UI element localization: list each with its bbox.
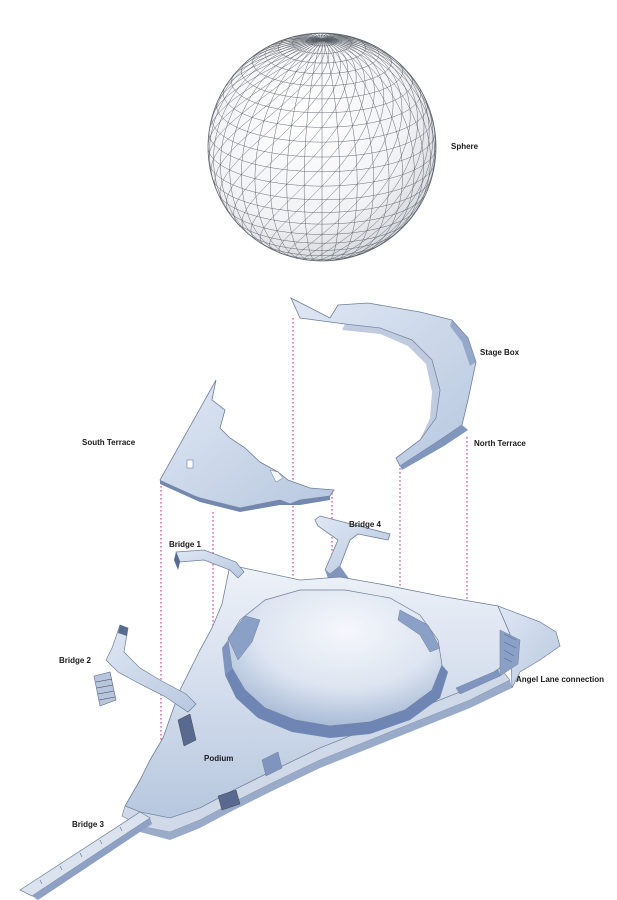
sphere-grid-line xyxy=(321,39,390,258)
sphere-grid-line xyxy=(275,39,323,44)
sphere-grid-line xyxy=(239,39,323,69)
sphere-grid-line xyxy=(321,39,341,261)
sphere-grid-line xyxy=(321,33,430,256)
sphere-grid-line xyxy=(297,35,323,41)
sphere-grid-line xyxy=(275,37,323,44)
sphere-grid-line xyxy=(321,39,431,226)
label-stage-box: Stage Box xyxy=(480,348,520,357)
sphere-grid-line xyxy=(213,39,323,226)
label-bridge-4: Bridge 4 xyxy=(349,520,382,529)
sphere-grid-line xyxy=(214,39,326,191)
sphere-grid-line xyxy=(321,39,435,193)
sphere-grid-line xyxy=(259,39,366,247)
sphere-grid-line xyxy=(247,232,397,251)
bridge-3-slab xyxy=(19,811,152,900)
label-sphere: Sphere xyxy=(451,142,479,151)
sphere-grid-line xyxy=(212,178,432,213)
sphere-grid-line xyxy=(303,39,323,261)
stage-box-slab xyxy=(290,297,477,470)
sphere-grid-line xyxy=(269,39,375,251)
sphere-grid-line xyxy=(303,34,323,41)
sphere-grid-line xyxy=(316,37,425,261)
sphere-grid-line xyxy=(223,86,421,128)
sphere-grid-line xyxy=(250,39,357,241)
sphere-grid-line xyxy=(286,39,323,261)
sphere-grid-line xyxy=(321,36,430,261)
sphere-grid-line xyxy=(208,131,436,173)
sphere-grid-line xyxy=(278,39,385,255)
label-bridge-1: Bridge 1 xyxy=(169,540,202,549)
sphere-grid-line xyxy=(241,39,323,255)
podium-slab xyxy=(121,564,561,840)
label-bridge-2: Bridge 2 xyxy=(59,656,92,665)
sphere-grid-line xyxy=(321,35,434,261)
sphere-grid-line xyxy=(321,39,436,148)
sphere-grid-line xyxy=(219,39,330,203)
sphere-grid-line xyxy=(226,39,335,215)
sphere-grid-line xyxy=(321,39,403,255)
sphere-grid-line xyxy=(321,33,436,259)
sphere-grid-line xyxy=(233,39,341,225)
sphere-grid-line xyxy=(209,39,323,193)
sphere-grid-line xyxy=(216,100,428,143)
sphere-grid-line xyxy=(283,38,323,41)
sphere-grid-line xyxy=(218,194,426,225)
sphere-grid-line xyxy=(208,39,323,161)
sphere-grid-line xyxy=(314,33,323,41)
sphere-grid-line xyxy=(223,39,323,90)
label-north-terrace: North Terrace xyxy=(474,439,526,448)
bridge-1-slab xyxy=(174,549,245,579)
sphere-grid-line xyxy=(211,116,433,158)
sphere-grid-line xyxy=(257,39,323,54)
sphere-grid-line xyxy=(321,39,415,251)
sphere-geodesic-grid xyxy=(208,33,436,261)
sphere-grid-line xyxy=(291,36,323,41)
sphere-grid-line xyxy=(241,39,349,234)
sphere-grid-line xyxy=(266,39,322,48)
sphere-grid-line xyxy=(210,39,324,176)
sphere-grid-line xyxy=(295,39,403,259)
sphere-element xyxy=(207,32,437,262)
label-bridge-3: Bridge 3 xyxy=(72,820,105,829)
bridge-2-slab xyxy=(93,624,197,713)
sphere-grid-line xyxy=(230,39,323,79)
sphere-grid-line xyxy=(309,38,418,261)
sphere-grid-line xyxy=(211,39,323,117)
sphere-grid-line xyxy=(208,39,323,146)
sphere-grid-line xyxy=(321,34,436,261)
label-angel-lane: Angel Lane connection xyxy=(516,675,604,684)
sphere-grid-line xyxy=(318,33,323,41)
sphere-grid-line xyxy=(321,39,358,261)
sphere-grid-line xyxy=(208,39,323,144)
label-podium: Podium xyxy=(204,754,233,763)
sphere-grid-line xyxy=(241,61,403,100)
sphere-grid-line xyxy=(208,39,323,132)
sphere-grid-line xyxy=(254,39,323,258)
sphere-grid-line xyxy=(287,39,394,257)
sphere-grid-line xyxy=(248,39,323,60)
label-south-terrace: South Terrace xyxy=(82,438,136,447)
sphere-grid-line xyxy=(309,33,323,41)
sphere-grid-line xyxy=(303,38,411,260)
sphere-grid-line xyxy=(229,39,323,251)
sphere-grid-line xyxy=(320,33,405,246)
sphere-grid-line xyxy=(217,39,323,102)
south-terrace-slab xyxy=(159,379,335,512)
labels: Sphere Stage Box South Terrace North Ter… xyxy=(59,142,604,829)
